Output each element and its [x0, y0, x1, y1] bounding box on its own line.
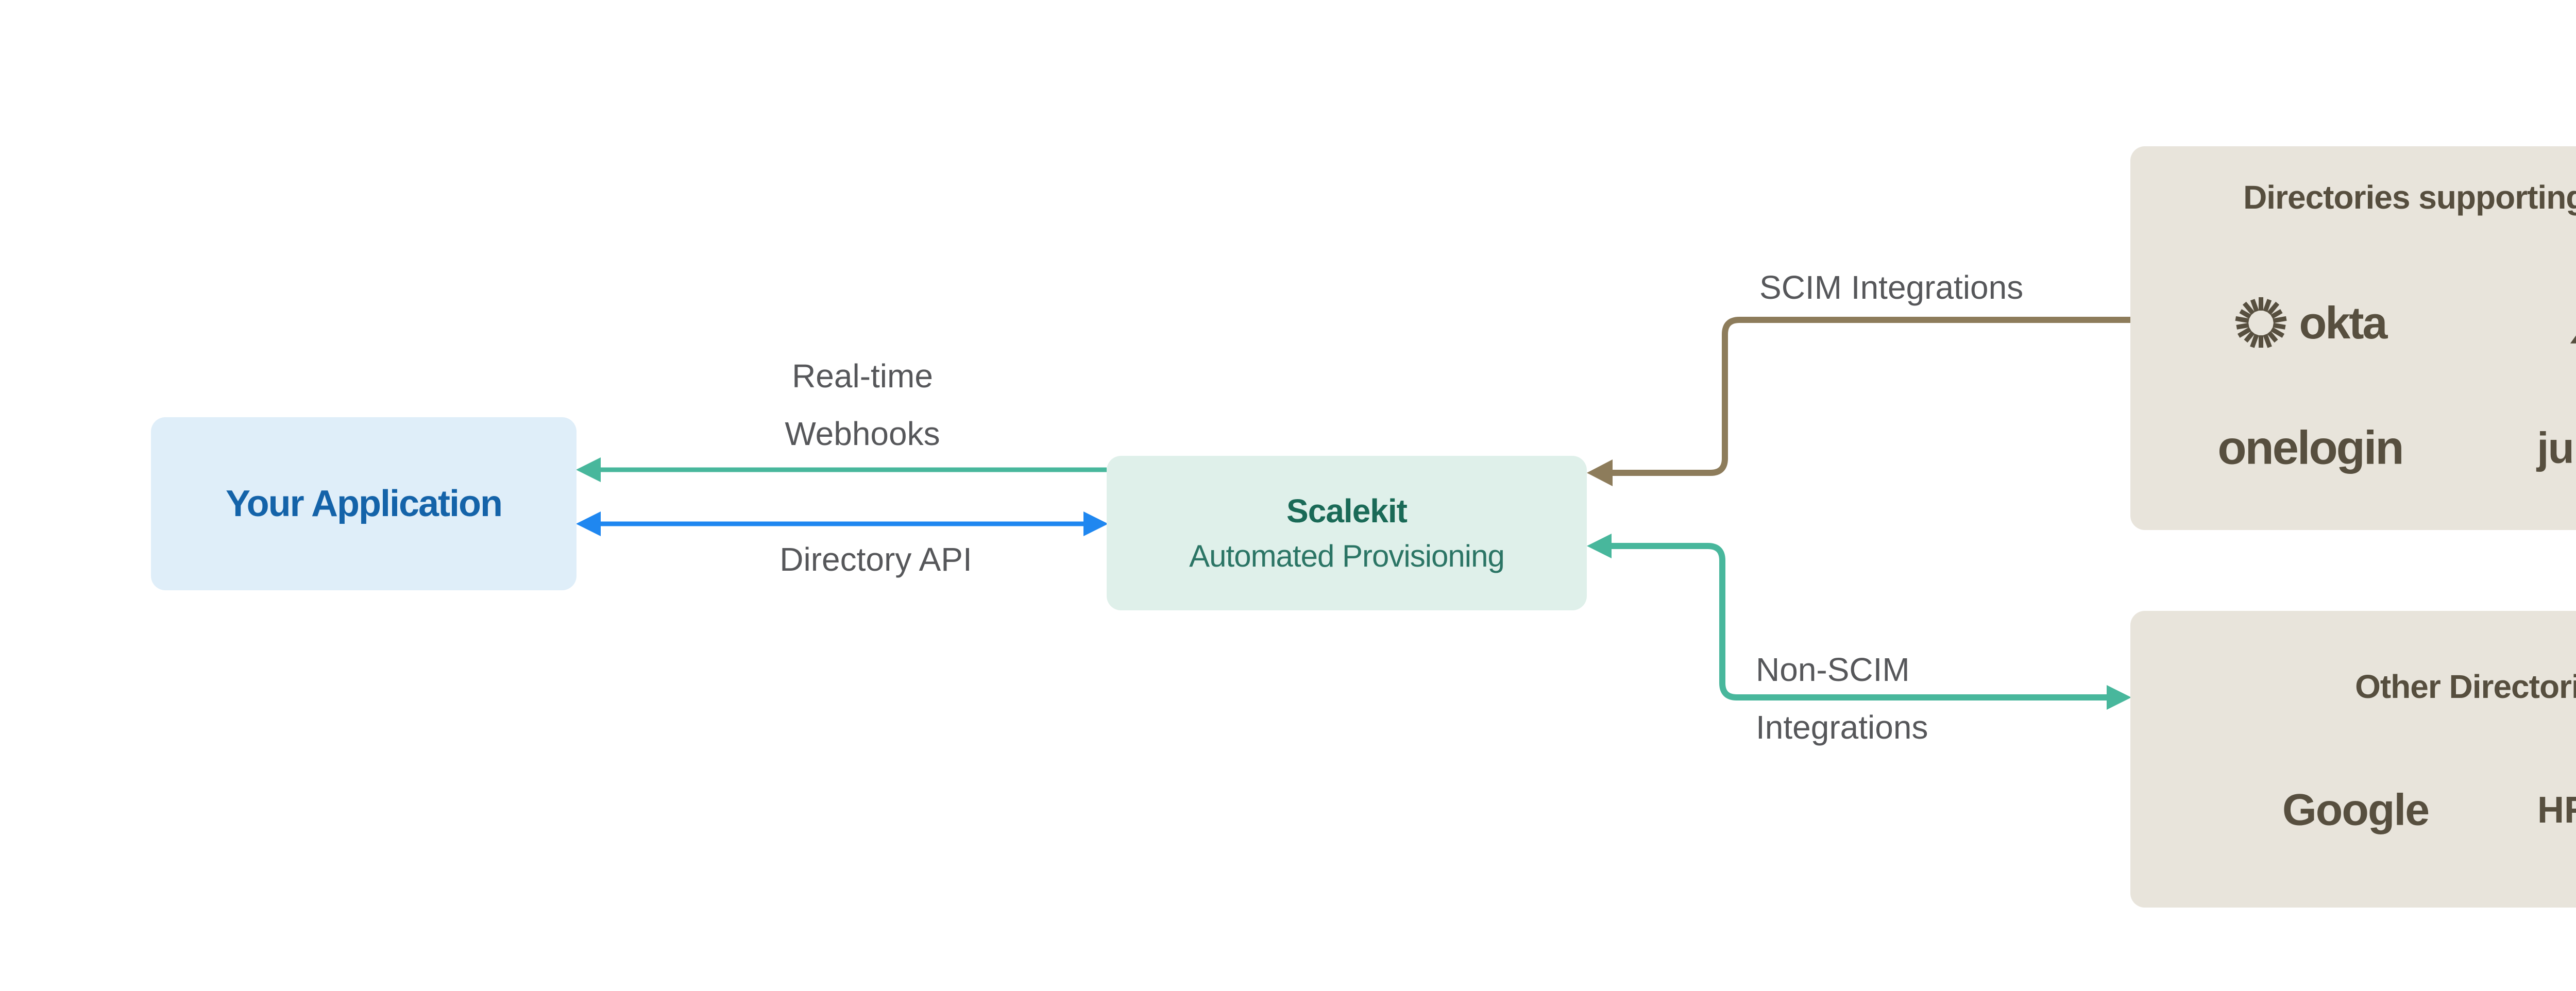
onelogin-logo-text: onelogin [2217, 421, 2404, 474]
non-scim-connector-path [1612, 543, 2108, 700]
realtime-webhooks-label-line2: Webhooks [785, 415, 940, 452]
other-directories-box: Other Directories Google HRMS/HRIS [2130, 611, 2576, 908]
onelogin-logo: onelogin [2217, 421, 2404, 475]
non-scim-left-arrowhead [1587, 534, 1612, 558]
non-scim-integrations-label: Non-SCIM Integrations [1756, 641, 1928, 756]
jumpcloud-logo: jumpcloud ™ [2537, 423, 2576, 473]
directory-api-left-arrowhead [576, 511, 601, 536]
scim-directories-title: Directories supporting SCIM 2.0 [2243, 179, 2576, 216]
directory-api-right-arrowhead [1083, 511, 1108, 536]
scim-arrowhead [1587, 459, 1613, 486]
other-directories-title: Other Directories [2355, 668, 2576, 705]
jumpcloud-logo-text: jumpcloud [2537, 423, 2576, 472]
scalekit-subtitle: Automated Provisioning [1189, 539, 1505, 573]
hrms-hris-logo-text: HRMS/HRIS [2537, 790, 2576, 831]
your-application-node: Your Application [151, 417, 577, 590]
your-application-label: Your Application [226, 483, 503, 524]
okta-logo: okta [2234, 296, 2388, 350]
non-scim-label-line2: Integrations [1756, 709, 1928, 746]
scalekit-title: Scalekit [1286, 492, 1408, 529]
realtime-webhooks-label-line1: Real-time [792, 357, 933, 395]
scim-integrations-label: SCIM Integrations [1759, 269, 2024, 306]
azure-logo: Azure [2570, 301, 2576, 345]
google-logo-text: Google [2282, 785, 2430, 835]
okta-logo-text: okta [2299, 297, 2388, 348]
realtime-webhooks-label: Real-time Webhooks [708, 347, 1017, 463]
google-logo: Google [2282, 785, 2430, 836]
webhooks-arrowhead [576, 457, 601, 482]
azure-triangle-icon [2570, 335, 2576, 344]
scim-connector-path [1612, 317, 2131, 476]
scalekit-node: Scalekit Automated Provisioning [1107, 456, 1587, 610]
non-scim-right-arrowhead [2107, 685, 2131, 710]
okta-sunburst-icon [2235, 297, 2287, 348]
non-scim-label-line1: Non-SCIM [1756, 651, 1910, 688]
directory-api-label: Directory API [779, 541, 972, 578]
hrms-hris-logo: HRMS/HRIS [2537, 789, 2576, 831]
scim-directories-box: Directories supporting SCIM 2.0 [2130, 146, 2576, 530]
